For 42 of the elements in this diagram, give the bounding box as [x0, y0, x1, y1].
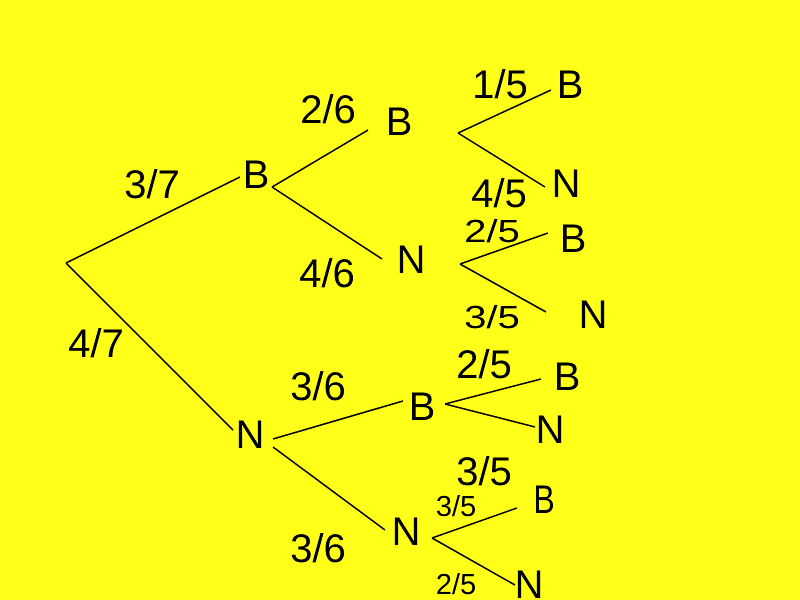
- branch-line: [272, 400, 404, 440]
- outcome-label: N: [554, 170, 578, 197]
- outcome-label: N: [582, 300, 604, 328]
- branch-line: [460, 263, 546, 313]
- outcome-label: N: [238, 420, 262, 448]
- branch-line: [460, 232, 548, 265]
- edge-label: 3/7: [126, 169, 178, 198]
- branch-line: [444, 378, 542, 405]
- branch-line: [65, 262, 234, 431]
- outcome-label: B: [388, 108, 410, 135]
- outcome-label: B: [412, 392, 434, 420]
- branch-line: [444, 403, 536, 428]
- edge-label: 2/5: [437, 573, 475, 594]
- edge-label: 3/5: [458, 456, 510, 486]
- edge-label: 4/5: [472, 178, 526, 208]
- edge-label: 2/5: [466, 218, 518, 242]
- branch-line: [66, 176, 240, 264]
- outcome-label: B: [246, 160, 268, 188]
- branch-line: [458, 132, 546, 188]
- outcome-label: B: [556, 362, 578, 390]
- edge-label: 3/5: [436, 495, 475, 516]
- outcome-label: N: [400, 246, 422, 273]
- outcome-label: N: [394, 518, 418, 545]
- branch-line: [272, 186, 382, 260]
- edge-label: 2/6: [302, 94, 354, 124]
- outcome-label: B: [560, 70, 582, 98]
- edge-label: 1/5: [475, 69, 526, 98]
- outcome-label: B: [562, 224, 584, 252]
- edge-label: 2/5: [458, 349, 510, 378]
- edge-label: 3/5: [466, 304, 518, 328]
- branch-line: [272, 446, 386, 531]
- edge-label: 4/6: [300, 258, 354, 288]
- branch-line: [272, 129, 368, 188]
- outcome-label: N: [518, 570, 540, 598]
- branch-line: [458, 89, 552, 134]
- branch-line: [432, 507, 518, 539]
- edge-label: 3/6: [292, 371, 344, 400]
- outcome-label: B: [536, 486, 553, 513]
- edge-label: 3/6: [292, 533, 344, 562]
- branch-line: [432, 537, 516, 586]
- edge-label: 4/7: [69, 328, 122, 358]
- outcome-label: N: [538, 416, 562, 443]
